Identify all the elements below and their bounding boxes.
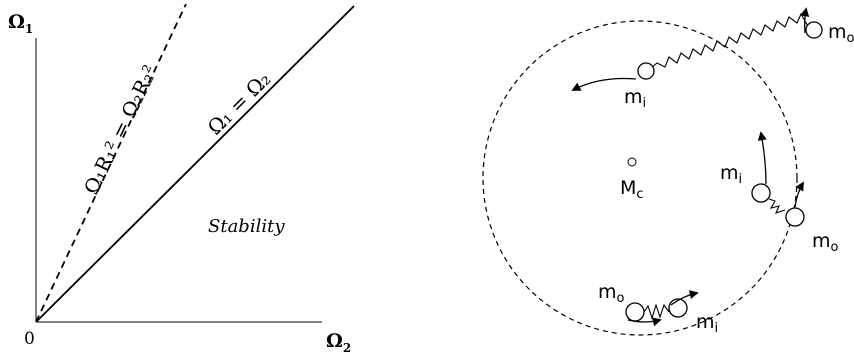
x-axis-label: Ω2 — [326, 330, 351, 355]
bottom-inner-label: mi — [696, 311, 718, 336]
spring-bottom — [643, 303, 670, 320]
right-inner-mass — [751, 183, 771, 203]
right-inner-label: mi — [720, 162, 742, 187]
dashed-rayleigh-line — [35, 3, 187, 323]
solid-stability-line — [35, 5, 355, 323]
top-outer-label: mo — [828, 21, 854, 46]
spring-right — [768, 198, 786, 214]
right-outer-label: mo — [812, 230, 839, 255]
y-axis-label: Ω1 — [8, 11, 33, 36]
top-outer-mass — [805, 21, 823, 39]
central-mass-label: Mc — [620, 177, 644, 202]
central-mass-dot — [627, 157, 637, 167]
origin-label: 0 — [24, 329, 35, 349]
bottom-inner-arrow — [670, 290, 699, 306]
bottom-outer-mass — [625, 302, 645, 322]
dashed-line-label: Ω₁R₁² = Ω₂R₂² — [79, 61, 162, 198]
orbit-circle — [482, 20, 798, 336]
bottom-outer-label: mo — [598, 281, 625, 306]
top-inner-mass — [637, 62, 655, 80]
right-outer-arrow — [794, 181, 804, 208]
orbit-diagram: Mc mi mo mi mo mo — [482, 7, 854, 336]
bottom-inner-mass — [668, 298, 688, 318]
solid-line-label: Ω₁ = Ω₂ — [203, 67, 276, 140]
right-inner-arrow — [757, 131, 767, 185]
stability-region-label: Stability — [208, 216, 285, 237]
top-outer-arrow — [800, 7, 810, 34]
spring-top — [650, 12, 810, 69]
right-outer-mass — [785, 207, 805, 227]
bottom-outer-arrow — [627, 317, 662, 327]
top-inner-label: mi — [624, 86, 646, 111]
stability-diagram: Ω1 Ω2 0 Ω₁ = Ω₂ Ω₁R₁² = Ω₂R₂² Stability — [8, 3, 355, 355]
top-inner-arrow — [571, 77, 637, 91]
